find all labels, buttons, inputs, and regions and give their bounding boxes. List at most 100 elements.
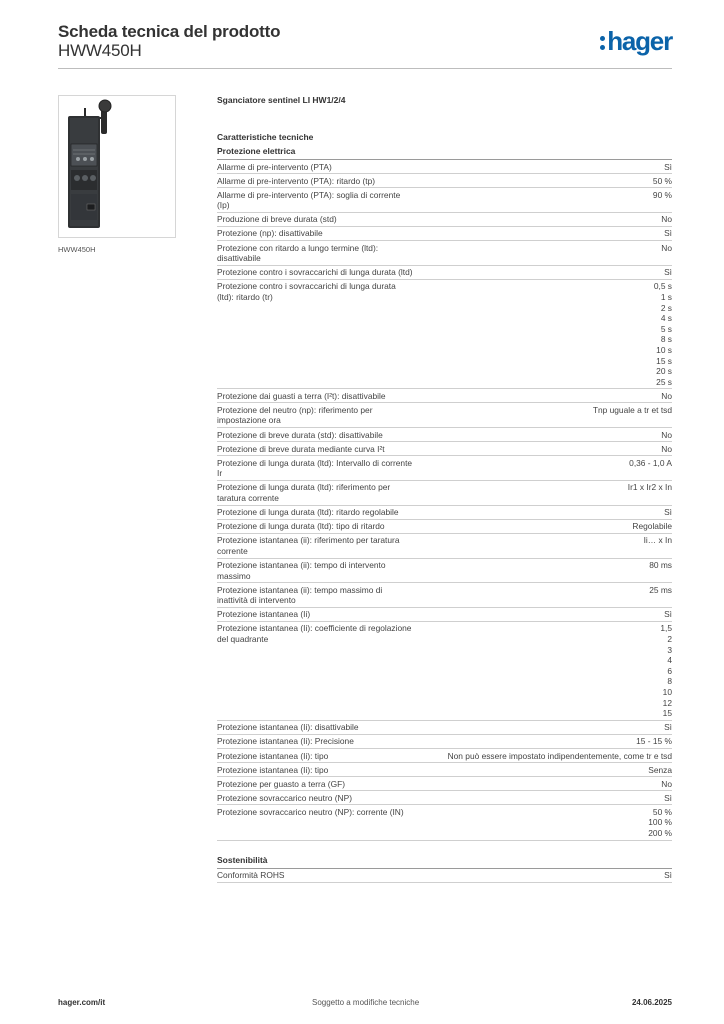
spec-row: Protezione istantanea (ii): tempo massim… <box>217 582 672 608</box>
spec-value-item: Sì <box>664 609 672 620</box>
spec-value: Sì <box>421 720 672 735</box>
spec-value-item: Sì <box>664 267 672 278</box>
product-code: HWW450H <box>58 41 142 60</box>
logo-colon-icon <box>600 33 606 51</box>
spec-value: Sì <box>421 868 672 883</box>
spec-label: Protezione istantanea (Ii): coefficiente… <box>217 621 421 721</box>
spec-label: Protezione con ritardo a lungo termine (… <box>217 240 421 266</box>
spec-value-item: Regolabile <box>632 521 672 532</box>
spec-value-item: Ii… x In <box>643 535 672 546</box>
hager-logo: hager <box>600 26 673 57</box>
spec-value: 25 ms <box>421 582 672 608</box>
spec-row: Protezione di lunga durata (ltd): ritard… <box>217 505 672 520</box>
spec-value: Tnp uguale a tr et tsd <box>421 402 672 429</box>
spec-value-item: 10 <box>662 687 672 698</box>
spec-label: Protezione istantanea (Ii): disattivabil… <box>217 720 421 735</box>
spec-value-item: 3 <box>667 644 672 655</box>
trip-unit-illustration <box>68 99 112 228</box>
spec-value-item: 8 s <box>660 334 672 345</box>
spec-value-item: Sì <box>664 722 672 733</box>
spec-label: Protezione contro i sovraccarichi di lun… <box>217 279 421 390</box>
spec-value-item: Sì <box>664 161 672 172</box>
spec-row: Protezione con ritardo a lungo termine (… <box>217 240 672 266</box>
spec-value-item: 90 % <box>652 189 672 200</box>
spec-label: Protezione dai guasti a terra (I²t): dis… <box>217 388 421 404</box>
spec-value-item: 200 % <box>648 828 672 839</box>
footer-website: hager.com/it <box>58 998 106 1007</box>
spec-value-item: 80 ms <box>649 560 672 570</box>
spec-row: Protezione del neutro (np): riferimento … <box>217 402 672 429</box>
spec-value-item: 25 s <box>656 376 672 387</box>
spec-value-item: Sì <box>664 507 672 518</box>
spec-value-item: 8 <box>667 676 672 687</box>
spec-label: Protezione di lunga durata (ltd): tipo d… <box>217 519 421 534</box>
spec-value-item: 4 <box>667 655 672 666</box>
spec-label: Protezione sovraccarico neutro (NP): cor… <box>217 804 421 841</box>
group-spacer <box>217 841 672 855</box>
spec-label: Protezione istantanea (Ii): tipo <box>217 762 421 778</box>
spec-value: No <box>421 212 672 227</box>
spec-value: 90 % <box>421 187 672 213</box>
spec-label: Protezione sovraccarico neutro (NP) <box>217 790 421 806</box>
spec-label: Protezione contro i sovraccarichi di lun… <box>217 265 421 280</box>
spec-value-item: 100 % <box>648 817 672 828</box>
spec-value: 50 % <box>421 173 672 189</box>
spec-label: Protezione di lunga durata (ltd): Interv… <box>217 455 421 481</box>
section-title: Caratteristiche tecniche <box>217 132 314 142</box>
spec-value-item: No <box>661 778 672 789</box>
spec-label: Protezione di lunga durata (ltd): riferi… <box>217 480 421 506</box>
spec-table: Conformità ROHS Sì <box>217 868 672 883</box>
spec-row: Protezione sovraccarico neutro (NP)Sì <box>217 790 672 806</box>
spec-label: Protezione istantanea (Ii) <box>217 607 421 622</box>
spec-label: Protezione di lunga durata (ltd): ritard… <box>217 505 421 520</box>
spec-value: Sì <box>421 607 672 622</box>
spec-label: Allarme di pre-intervento (PTA): soglia … <box>217 187 421 213</box>
spec-value-item: 0,5 s <box>653 281 672 292</box>
spec-label: Protezione istantanea (ii): tempo massim… <box>217 582 421 608</box>
spec-value: Sì <box>421 265 672 280</box>
spec-value-item: Sì <box>664 870 672 881</box>
spec-row: Allarme di pre-intervento (PTA) Sì <box>217 160 672 175</box>
spec-row: Conformità ROHS Sì <box>217 868 672 883</box>
spec-row: Protezione istantanea (Ii) Sì <box>217 607 672 622</box>
spec-value-item: 1,5 <box>660 623 672 634</box>
spec-value-item: No <box>661 429 672 440</box>
product-image <box>58 95 176 238</box>
page-header: Scheda tecnica del prodotto HWW450H hage… <box>58 22 673 66</box>
spec-label: Conformità ROHS <box>217 868 421 883</box>
footer-date: 24.06.2025 <box>631 998 672 1007</box>
product-name: Sganciatore sentinel LI HW1/2/4 <box>217 95 346 105</box>
spec-label: Allarme di pre-intervento (PTA) <box>217 160 421 175</box>
spec-value: Ii… x In <box>421 533 672 559</box>
spec-value-item: 15 <box>662 708 672 719</box>
spec-value: 50 %100 %200 % <box>421 804 672 841</box>
spec-row: Allarme di pre-intervento (PTA): soglia … <box>217 187 672 213</box>
spec-value: Senza <box>421 762 672 778</box>
spec-row: Protezione di lunga durata (ltd): tipo d… <box>217 519 672 534</box>
spec-row: Protezione sovraccarico neutro (NP): cor… <box>217 804 672 841</box>
spec-value-item: 15 s <box>656 355 672 366</box>
spec-label: Protezione di breve durata mediante curv… <box>217 441 421 457</box>
spec-value-item: No <box>661 214 672 225</box>
spec-value-item: 10 s <box>656 344 672 355</box>
spec-value-item: 4 s <box>660 313 672 324</box>
spec-row: Protezione istantanea (ii): tempo di int… <box>217 558 672 584</box>
spec-row: Produzione di breve durata (std)No <box>217 212 672 227</box>
spec-value-item: 12 <box>662 697 672 708</box>
spec-row: Protezione contro i sovraccarichi di lun… <box>217 265 672 280</box>
spec-value: No <box>421 441 672 457</box>
spec-value: Ir1 x Ir2 x In <box>421 480 672 506</box>
spec-value-item: Ir1 x Ir2 x In <box>627 482 672 493</box>
spec-label: Protezione istantanea (Ii): Precisione <box>217 734 421 750</box>
spec-row: Protezione di lunga durata (ltd): riferi… <box>217 480 672 506</box>
spec-value-item: 1 s <box>660 291 672 302</box>
spec-value: Non può essere impostato indipendentemen… <box>421 748 672 764</box>
